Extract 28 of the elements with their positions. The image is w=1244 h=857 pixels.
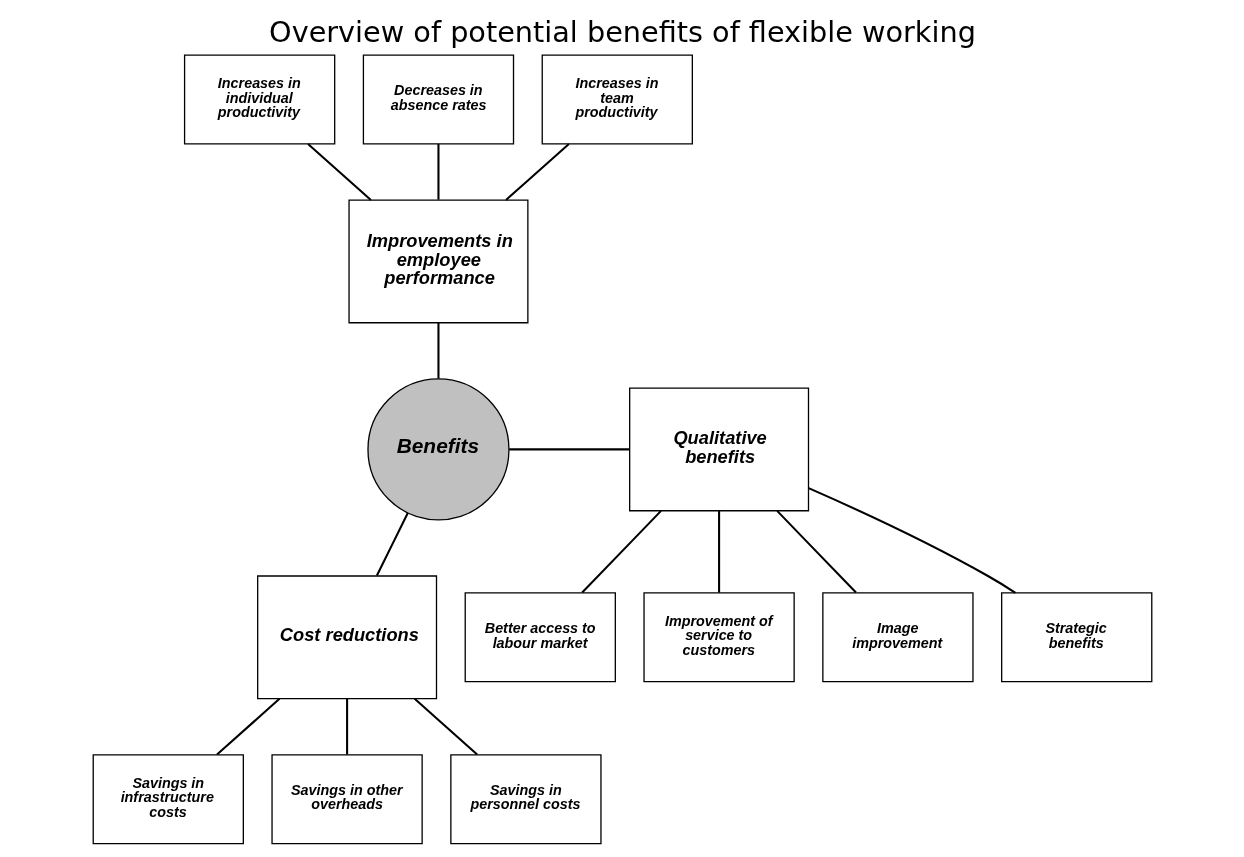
- connector: [436, 143, 439, 200]
- connector: [306, 143, 372, 201]
- connector: [508, 448, 629, 451]
- node-box: Image improvement: [821, 592, 974, 683]
- node-box: Improvement of service to customers: [642, 592, 795, 683]
- connector: [413, 698, 478, 756]
- node-box: Savings in other overheads: [270, 754, 423, 845]
- node-box: Strategic benefits: [1000, 592, 1152, 683]
- node-box: Improvements in employee performance: [347, 199, 529, 324]
- node-box: Decreases in absence rates: [362, 54, 514, 145]
- diagram-title: Overview of potential benefits of flexible working: [268, 14, 976, 49]
- connector: [345, 698, 348, 755]
- node-box: Better access to labour market: [464, 592, 616, 683]
- connector: [807, 487, 1016, 594]
- connector: [215, 698, 280, 756]
- connector: [504, 143, 570, 201]
- connector: [717, 510, 720, 593]
- node-box: Qualitative benefits: [628, 387, 809, 512]
- connector: [580, 510, 662, 594]
- node-box: Increases in individual productivity: [183, 54, 335, 145]
- connector: [375, 512, 409, 576]
- node-box: Savings in infrastructure costs: [92, 754, 244, 845]
- connector: [436, 322, 439, 379]
- node-box: Cost reductions: [256, 575, 437, 700]
- node-circle: Benefits: [366, 378, 510, 521]
- node-box: Savings in personnel costs: [449, 754, 602, 845]
- connector: [775, 510, 857, 594]
- node-box: Increases in team productivity: [541, 54, 693, 145]
